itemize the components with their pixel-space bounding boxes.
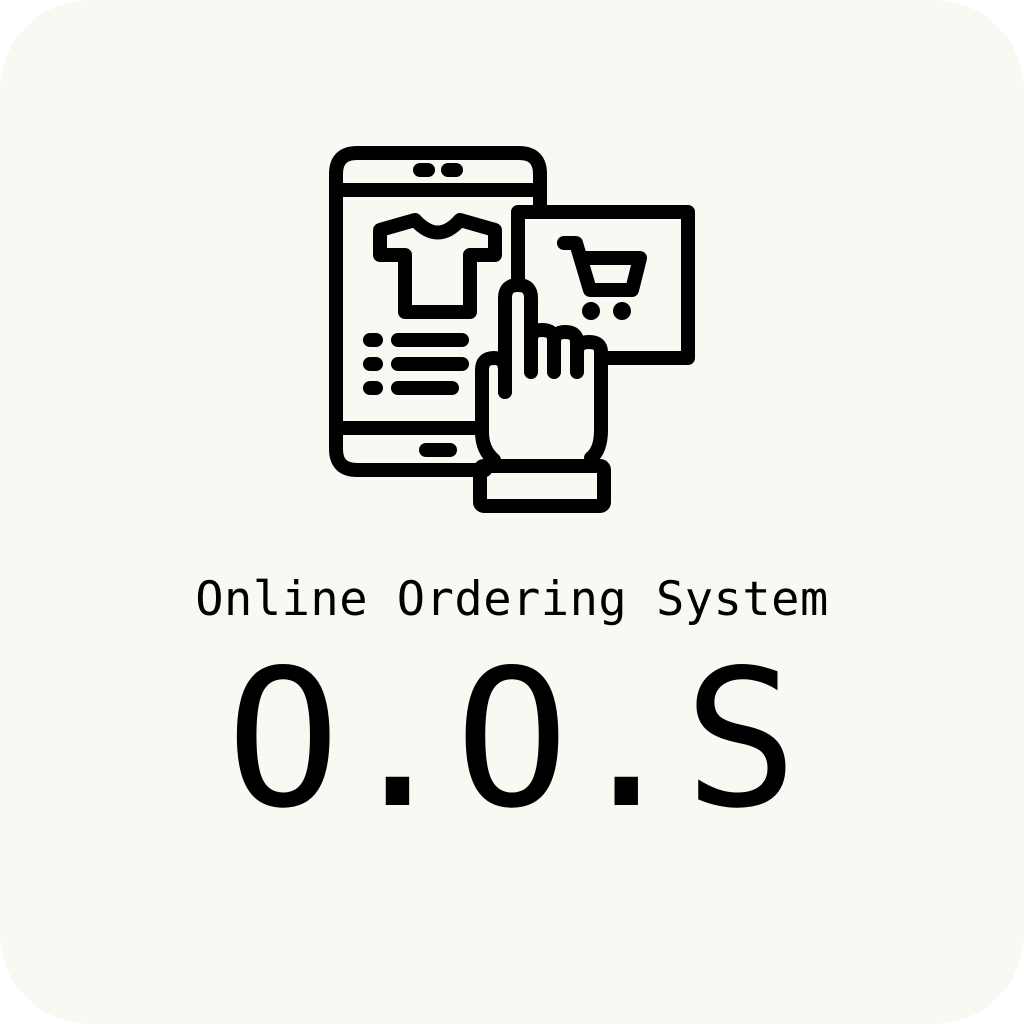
app-acronym: O.O.S	[226, 629, 798, 850]
app-subtitle: Online Ordering System	[195, 572, 829, 627]
cart-screen-frame	[511, 205, 695, 365]
pointing-hand-icon	[473, 278, 611, 513]
list-lines-icon	[363, 333, 469, 395]
shirt-icon	[373, 213, 502, 319]
phone-shirt-cart-tap-icon	[329, 146, 695, 513]
smartphone-icon	[329, 146, 547, 477]
shopping-cart-icon	[557, 236, 647, 320]
